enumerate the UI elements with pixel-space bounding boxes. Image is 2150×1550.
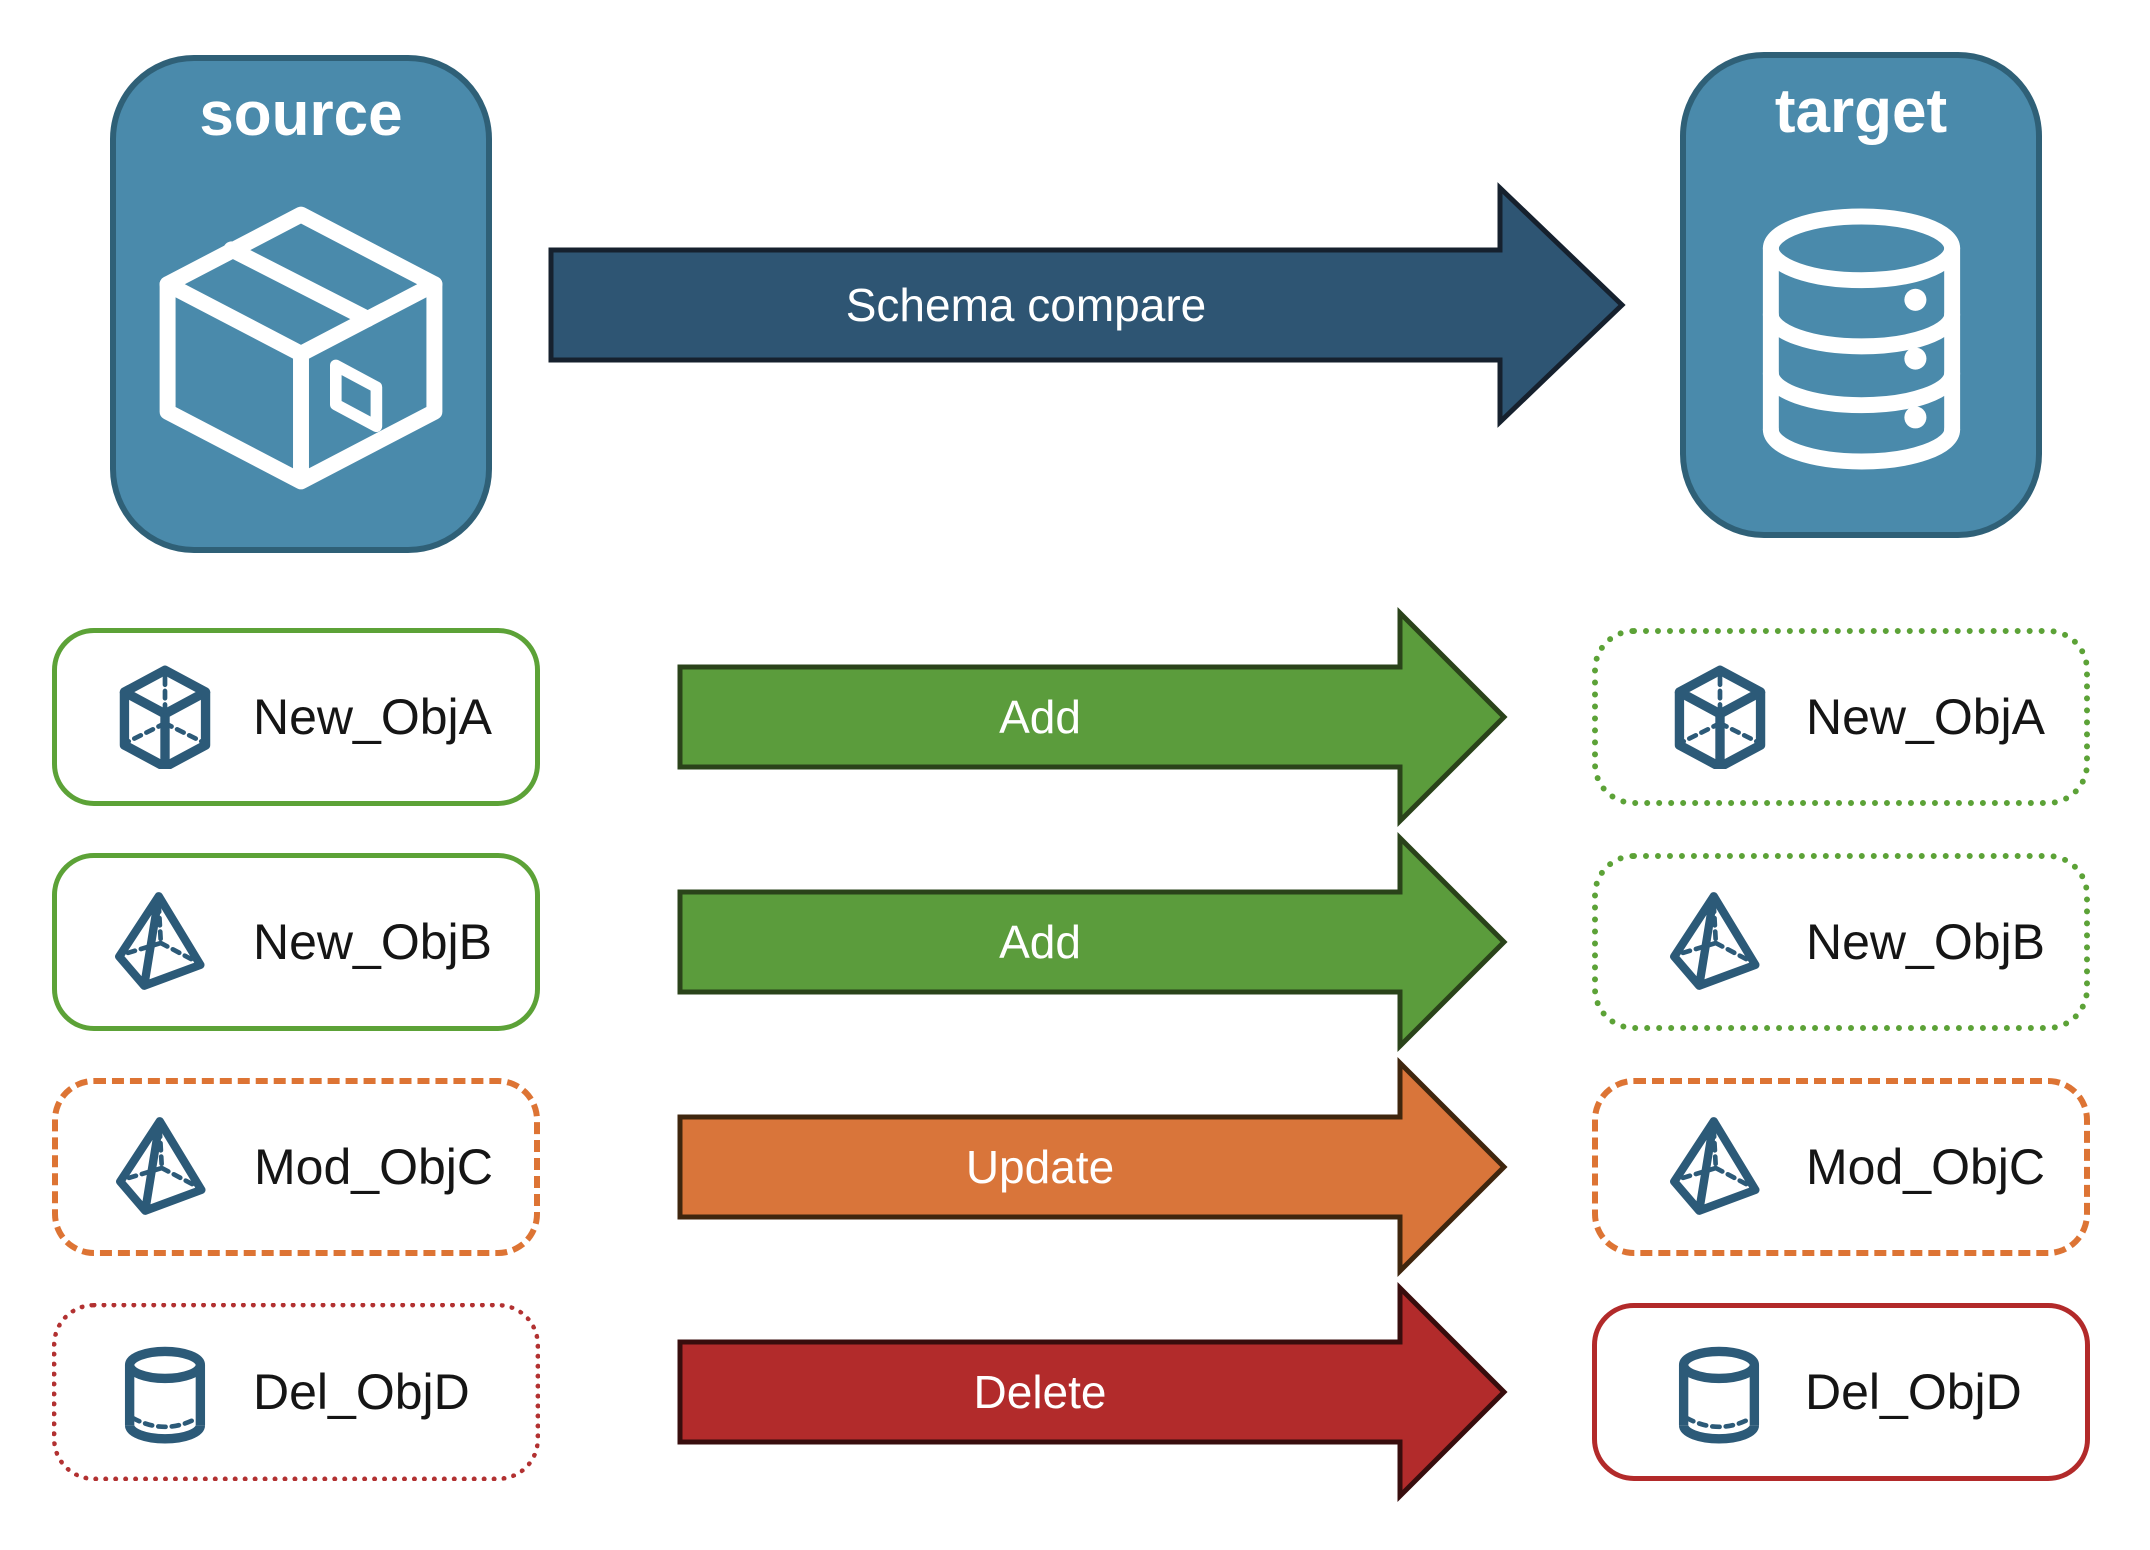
object-label: New_ObjB [1806,914,2045,970]
add-arrow-2: Add [677,831,1508,1053]
source-object-new-obja: New_ObjA [52,628,540,806]
object-label: Del_ObjD [253,1364,470,1420]
add-arrow-label: Add [999,916,1081,968]
delete-arrow: Delete [677,1281,1508,1503]
schema-compare-arrow: Schema compare [548,182,1626,428]
add-arrow-1: Add [677,606,1508,828]
object-label: New_ObjB [253,914,492,970]
pyramid-icon [1670,1117,1760,1215]
pyramid-icon [115,892,205,990]
schema-compare-arrow-label: Schema compare [846,279,1207,331]
package-icon [116,149,486,547]
update-arrow-label: Update [966,1141,1114,1193]
delete-arrow-label: Delete [974,1366,1107,1418]
source-object-new-objb: New_ObjB [52,853,540,1031]
source-object-del-objd: Del_ObjD [52,1303,540,1481]
source-panel: source [110,55,492,553]
object-label: Mod_ObjC [1806,1139,2045,1195]
update-arrow: Update [677,1056,1508,1278]
pyramid-icon [1670,892,1760,990]
target-title: target [1774,77,1948,146]
object-label: Mod_ObjC [254,1139,493,1195]
target-panel: target [1680,52,2042,538]
target-object-new-obja: New_ObjA [1592,628,2090,806]
object-label: New_ObjA [1806,689,2045,745]
cube-icon [119,665,211,769]
database-icon [1686,146,2036,532]
target-object-del-objd: Del_ObjD [1592,1303,2090,1481]
cylinder-icon [1678,1346,1760,1444]
pyramid-icon [116,1117,206,1215]
source-title: source [199,80,403,149]
cube-icon [1674,665,1766,769]
add-arrow-label: Add [999,691,1081,743]
cylinder-icon [124,1346,206,1444]
source-object-mod-objc: Mod_ObjC [52,1078,540,1256]
object-label: Del_ObjD [1805,1364,2022,1420]
object-label: New_ObjA [253,689,492,745]
target-object-mod-objc: Mod_ObjC [1592,1078,2090,1256]
target-object-new-objb: New_ObjB [1592,853,2090,1031]
